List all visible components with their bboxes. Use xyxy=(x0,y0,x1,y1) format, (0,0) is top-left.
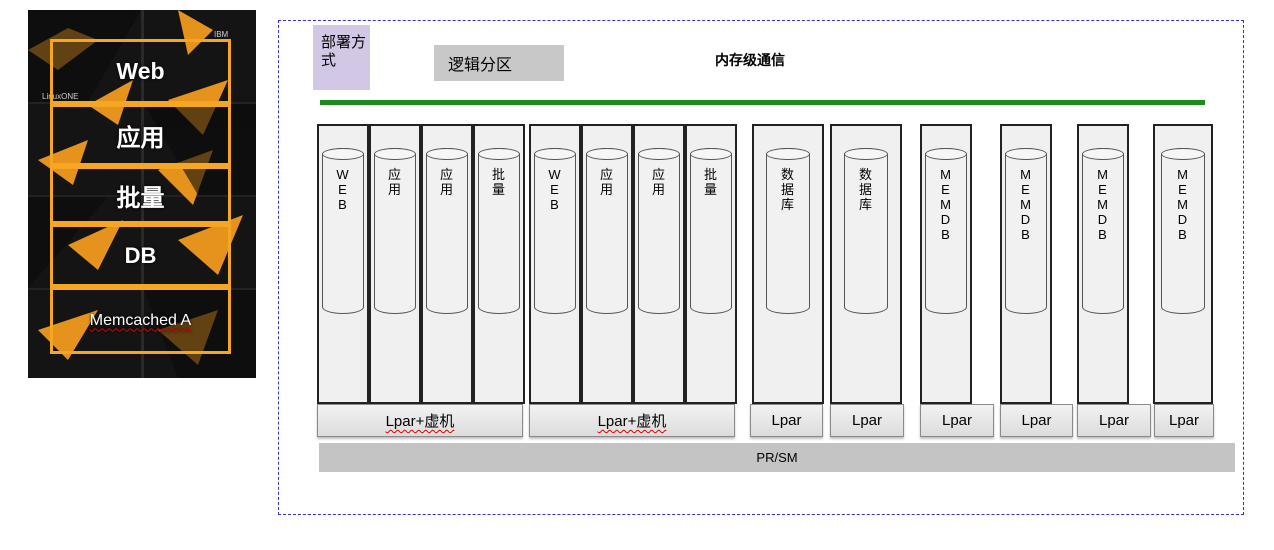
layer-db: DB xyxy=(50,224,231,287)
workload-label: MEMDB xyxy=(1097,167,1108,242)
layer-web: Web xyxy=(50,39,231,104)
partition-column: 应用 xyxy=(581,124,633,404)
lpar-label: Lpar xyxy=(1021,412,1052,429)
workload-cylinder: 批量 xyxy=(690,148,732,314)
lpar-bar: Lpar+虚机 xyxy=(317,404,523,437)
workload-label: 批量 xyxy=(491,167,505,197)
workload-label: WEB xyxy=(548,167,561,212)
deploy-mode-label: 部署方式 xyxy=(313,25,370,90)
linuxone-logo: LinuxONE xyxy=(42,92,79,101)
layer-memcached: Memcached A xyxy=(50,287,231,354)
workload-cylinder: MEMDB xyxy=(1161,148,1205,314)
lpar-label: Lpar+虚机 xyxy=(385,413,455,430)
lpar-label: Lpar+虚机 xyxy=(597,413,667,430)
lpar-label: Lpar xyxy=(771,412,802,429)
workload-cylinder: WEB xyxy=(534,148,576,314)
workload-label: 应用 xyxy=(599,167,613,197)
partition-column: WEB xyxy=(317,124,369,404)
lpar-bar: Lpar+虚机 xyxy=(529,404,735,437)
workload-label: MEMDB xyxy=(1177,167,1188,242)
workload-label: 批量 xyxy=(703,167,717,197)
workload-label: MEMDB xyxy=(940,167,951,242)
layer-batch: 批量 xyxy=(50,166,231,224)
partition-column: 批量 xyxy=(685,124,737,404)
logical-partition-label: 逻辑分区 xyxy=(434,45,564,81)
lpar-label: Lpar xyxy=(1168,412,1200,429)
lpar-label: Lpar xyxy=(1098,412,1130,429)
memory-bus-line xyxy=(320,100,1205,105)
workload-label: 应用 xyxy=(387,167,401,197)
linuxone-mainframe-image: IBM LinuxONE Web 应用 批量 DB Memcached A xyxy=(28,10,256,378)
workload-label: MEMDB xyxy=(1020,167,1031,242)
lpar-label: Lpar xyxy=(851,412,883,429)
partition-column: 应用 xyxy=(421,124,473,404)
workload-cylinder: 数据库 xyxy=(844,148,888,314)
workload-cylinder: MEMDB xyxy=(1005,148,1047,314)
lpar-label: Lpar xyxy=(941,412,973,429)
workload-cylinder: 批量 xyxy=(478,148,520,314)
workload-cylinder: WEB xyxy=(322,148,364,314)
ibm-logo: IBM xyxy=(214,30,229,39)
partition-column: MEMDB xyxy=(920,124,972,404)
lpar-bar: Lpar xyxy=(920,404,994,437)
workload-cylinder: 数据库 xyxy=(766,148,810,314)
partition-column: MEMDB xyxy=(1000,124,1052,404)
workload-cylinder: 应用 xyxy=(586,148,628,314)
lpar-bar: Lpar xyxy=(830,404,904,437)
workload-label: 应用 xyxy=(439,167,453,197)
partition-column: 数据库 xyxy=(830,124,902,404)
workload-cylinder: 应用 xyxy=(638,148,680,314)
workload-cylinder: MEMDB xyxy=(1082,148,1124,314)
workload-label: 数据库 xyxy=(780,167,794,212)
lpar-bar: Lpar xyxy=(1000,404,1073,437)
diagram-frame xyxy=(278,20,1244,515)
partition-column: 批量 xyxy=(473,124,525,404)
prsm-hypervisor-bar: PR/SM xyxy=(319,443,1235,472)
layer-app: 应用 xyxy=(50,104,231,166)
workload-cylinder: MEMDB xyxy=(925,148,967,314)
partition-column: 应用 xyxy=(633,124,685,404)
workload-cylinder: 应用 xyxy=(374,148,416,314)
partition-column: MEMDB xyxy=(1077,124,1129,404)
workload-label: 数据库 xyxy=(858,167,872,212)
workload-label: 应用 xyxy=(651,167,665,197)
workload-label: WEB xyxy=(336,167,349,212)
partition-column: 应用 xyxy=(369,124,421,404)
lpar-bar: Lpar xyxy=(1154,404,1214,437)
workload-cylinder: 应用 xyxy=(426,148,468,314)
lpar-bar: Lpar xyxy=(750,404,823,437)
partition-column: MEMDB xyxy=(1153,124,1213,404)
partition-column: 数据库 xyxy=(752,124,824,404)
partition-column: WEB xyxy=(529,124,581,404)
lpar-bar: Lpar xyxy=(1077,404,1151,437)
memory-comm-label: 内存级通信 xyxy=(715,52,785,68)
